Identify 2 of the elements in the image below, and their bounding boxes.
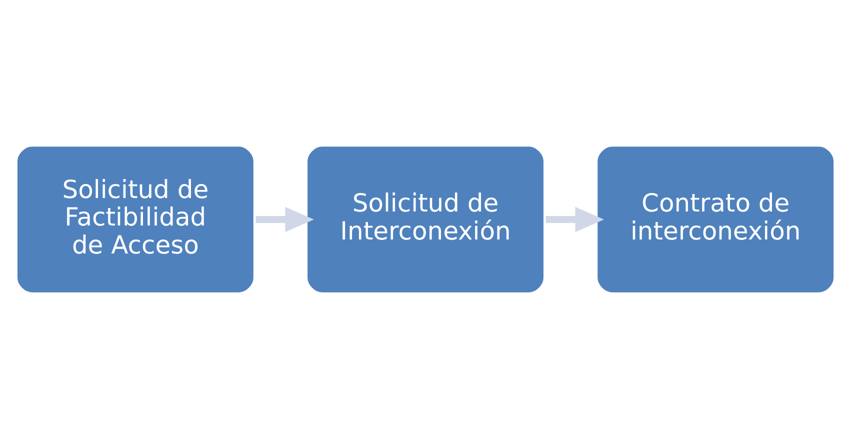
- arrow: [256, 206, 314, 232]
- arrow: [546, 206, 604, 232]
